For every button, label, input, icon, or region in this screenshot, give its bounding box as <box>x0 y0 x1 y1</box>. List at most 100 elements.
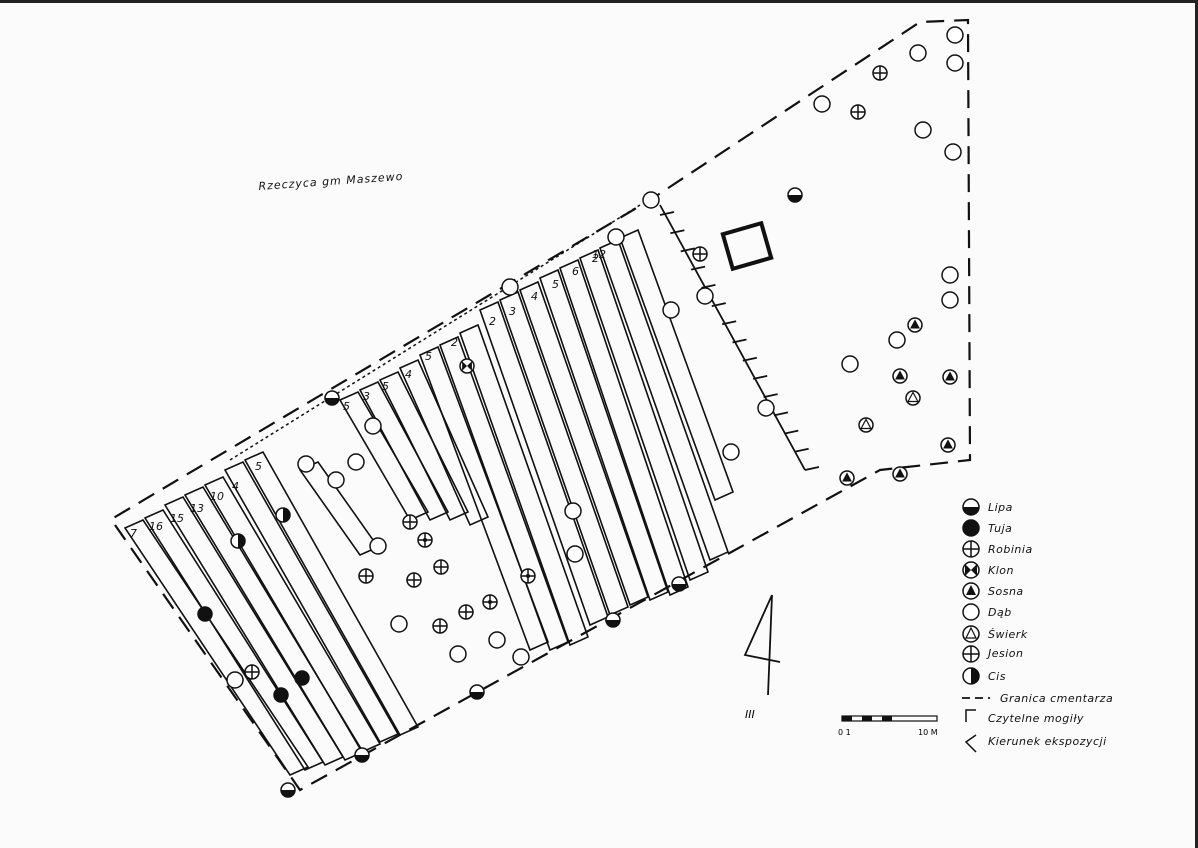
tree-dab <box>369 537 387 555</box>
grave-number: 16 <box>149 520 163 533</box>
tree-robinia <box>358 568 374 584</box>
grave-number: 2 <box>451 336 458 349</box>
grave-number: 4 <box>531 290 538 303</box>
tree-lipa <box>605 612 621 628</box>
grave-number: 4 <box>405 368 412 381</box>
grave-number: 5 <box>552 278 559 291</box>
tree-robinia <box>244 664 260 680</box>
tree-sosna <box>907 317 923 333</box>
grave-row <box>418 345 550 652</box>
grave-row <box>123 518 310 777</box>
tree-tuja <box>197 606 213 622</box>
tree-lipa <box>354 747 370 763</box>
tree-sosna <box>839 470 855 486</box>
legend-symbol-robinia <box>962 540 980 558</box>
grave-number: 12 <box>592 248 606 261</box>
path-tick <box>670 229 685 235</box>
tree-lipa <box>324 390 340 406</box>
tree-dab <box>757 399 775 417</box>
tree-dab <box>501 278 519 296</box>
legend-symbol-jesion <box>962 645 980 663</box>
path-tick <box>711 302 726 307</box>
tree-jesion <box>520 568 536 584</box>
path-tick <box>659 211 675 216</box>
scale-bar <box>841 715 938 722</box>
tree-dab <box>607 228 625 246</box>
tree-robinia <box>432 618 448 634</box>
path-tick <box>721 320 737 326</box>
tree-swierk <box>905 390 921 406</box>
tree-dab <box>390 615 408 633</box>
path-tick <box>690 265 706 271</box>
tree-dab <box>914 121 932 139</box>
tree-dab <box>364 417 382 435</box>
grave-number: 3 <box>363 390 370 403</box>
tree-robinia <box>872 65 888 81</box>
legend-symbol-swierk <box>962 625 980 643</box>
legend-label-graves: Czytelne mogiły <box>988 712 1084 725</box>
legend-symbol-dab <box>962 603 980 621</box>
tree-robinia <box>406 572 422 588</box>
tree-robinia <box>850 104 866 120</box>
grave-number: 5 <box>343 400 350 413</box>
grave-number: 4 <box>232 480 239 493</box>
tree-jesion <box>417 532 433 548</box>
legend-label-lipa: Lipa <box>988 501 1013 514</box>
tree-dab <box>327 471 345 489</box>
tree-dab <box>941 266 959 284</box>
grave-row <box>539 268 669 602</box>
tree-lipa <box>280 782 296 798</box>
grave-number: 10 <box>210 490 224 503</box>
tree-dab <box>944 143 962 161</box>
tree-dab <box>449 645 467 663</box>
grave-number: 15 <box>170 512 184 525</box>
legend-label-boundary: Granica cmentarza <box>1000 692 1114 705</box>
grave-row <box>458 323 590 647</box>
tree-dab <box>813 95 831 113</box>
grave-row <box>438 335 570 652</box>
grave-number: 2 <box>592 252 599 265</box>
grave-row <box>203 475 382 754</box>
legend-symbol-sosna <box>962 582 980 600</box>
tree-sosna <box>892 466 908 482</box>
tree-dab <box>566 545 584 563</box>
grave-row <box>579 248 709 582</box>
legend-symbol-cis <box>962 667 980 685</box>
row-top-dashed-line <box>229 204 641 461</box>
tree-dab <box>488 631 506 649</box>
tree-dab <box>297 455 315 473</box>
tree-cis <box>275 507 291 523</box>
grave-row <box>243 450 420 737</box>
tree-robinia <box>433 559 449 575</box>
tree-dab <box>347 453 365 471</box>
scale-left-label: 0 1 <box>838 728 851 737</box>
legend-symbol-klon <box>962 561 980 579</box>
path-tick <box>773 411 789 417</box>
grave-row <box>223 460 400 744</box>
tree-robinia <box>458 604 474 620</box>
tree-dab <box>941 291 959 309</box>
scale-right-label: 10 M <box>918 728 938 737</box>
path-tick <box>784 429 799 435</box>
path-tick <box>742 356 758 362</box>
grave-number: 6 <box>572 265 579 278</box>
tree-dab <box>909 44 927 62</box>
tree-sosna <box>940 437 956 453</box>
legend-label-robinia: Robinia <box>988 543 1033 556</box>
chapel-building <box>720 220 774 272</box>
grave-number: 5 <box>382 380 389 393</box>
legend-label-jesion: Jesion <box>988 647 1024 660</box>
north-label: III <box>745 708 755 721</box>
grave-row <box>559 258 689 597</box>
grave-row <box>338 390 430 522</box>
tree-robinia <box>692 246 708 262</box>
legend-label-klon: Klon <box>988 564 1014 577</box>
legend-label-exposure: Kierunek ekspozycji <box>988 735 1107 748</box>
tree-dab <box>888 331 906 349</box>
tree-lipa <box>671 576 687 592</box>
path-tick <box>794 447 809 453</box>
north-arrow <box>743 594 781 696</box>
tree-dab <box>946 26 964 44</box>
path-tick <box>732 338 747 344</box>
